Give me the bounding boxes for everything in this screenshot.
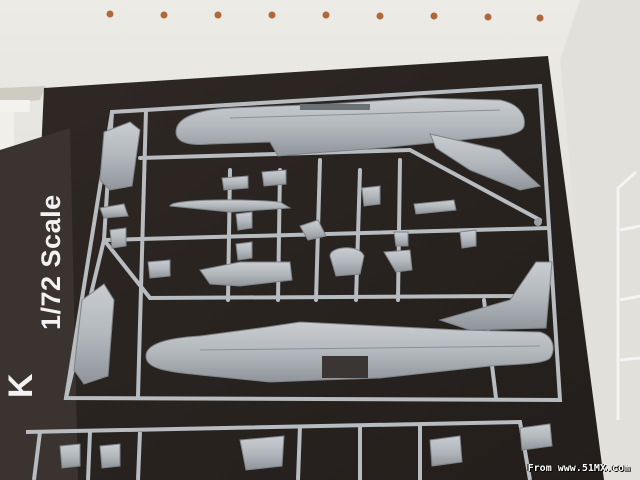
box-side-panel: [0, 128, 78, 480]
small-parts: [59, 169, 553, 471]
box-title-letter: K: [2, 373, 40, 398]
lower-wheel-well: [322, 356, 368, 378]
lower-tail-fin: [438, 261, 553, 331]
upper-cockpit-opening: [300, 104, 370, 110]
lower-fuselage-panel-line: [199, 345, 541, 351]
board-tack: [534, 218, 542, 226]
left-shelf-edge: [0, 100, 30, 112]
upper-tail-fin: [429, 133, 542, 191]
left-shelf: [0, 86, 46, 104]
upper-fuselage-panel-line: [229, 109, 501, 119]
box-scale-label: 1/72 Scale: [36, 194, 66, 330]
wall-holes: [106, 10, 544, 22]
rack-wire: [616, 170, 640, 420]
left-part-upper: [99, 121, 141, 191]
lower-sprue: [25, 419, 532, 480]
left-part-lower: [73, 283, 115, 385]
watermark-text: From www.51MX.com: [527, 463, 630, 474]
lower-fuselage: [145, 321, 554, 383]
